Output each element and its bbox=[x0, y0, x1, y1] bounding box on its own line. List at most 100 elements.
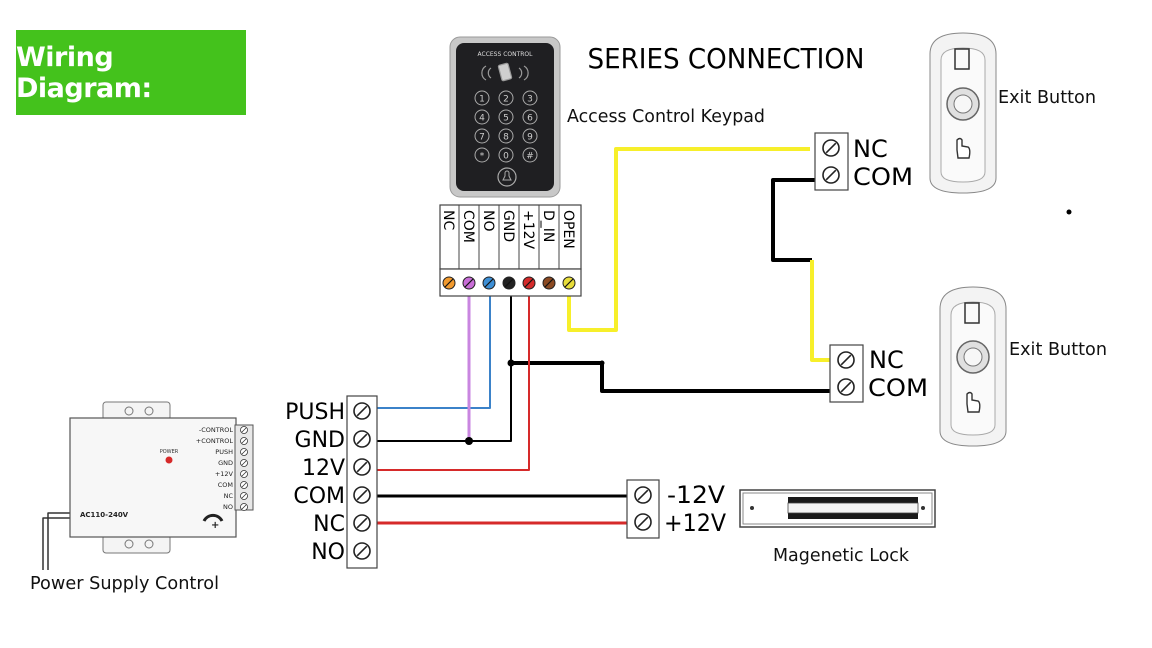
keypad-terminal-label: NC bbox=[440, 210, 456, 230]
keypad-key: 7 bbox=[474, 128, 490, 144]
ps-terminal-label: GND bbox=[295, 428, 345, 453]
keypad-terminal-label: GND bbox=[500, 210, 516, 242]
ps-terminal-screw bbox=[353, 458, 371, 476]
exit-button-1-device bbox=[929, 32, 997, 194]
power-led bbox=[165, 456, 173, 464]
keypad-terminal-screw bbox=[502, 276, 516, 290]
wire-open-yellow bbox=[567, 147, 810, 332]
ps-mini-screw bbox=[240, 448, 248, 456]
junction-link bbox=[599, 360, 605, 366]
power-led-label: POWER bbox=[160, 449, 179, 455]
svg-text:7: 7 bbox=[479, 133, 485, 143]
svg-text:0: 0 bbox=[503, 152, 509, 162]
keypad-terminal-label: +12V bbox=[520, 210, 536, 250]
exit2-nc-label: NC bbox=[869, 346, 904, 374]
ps-terminal-label: COM bbox=[293, 484, 345, 509]
access-keypad: ACCESS CONTROL 1 2 3 4 5 6 7 8 9 * 0 # bbox=[449, 36, 561, 198]
rfid-icon bbox=[481, 62, 529, 82]
svg-text:5: 5 bbox=[503, 114, 509, 124]
exit2-terminal-screw bbox=[837, 378, 855, 396]
power-supply-label: Power Supply Control bbox=[30, 573, 219, 594]
svg-text:1: 1 bbox=[479, 95, 485, 105]
keypad-key: 6 bbox=[522, 109, 538, 125]
stray-dot bbox=[1066, 209, 1072, 215]
keypad-terminal-screw bbox=[522, 276, 536, 290]
bell-icon bbox=[497, 167, 517, 187]
wire-nc-link-yellow bbox=[810, 260, 830, 362]
lock-pos-label: +12V bbox=[664, 509, 727, 537]
ps-mini-screw bbox=[240, 426, 248, 434]
keypad-terminal-label: COM bbox=[460, 210, 476, 243]
ps-terminal-screw bbox=[353, 430, 371, 448]
exit-button-2-device bbox=[939, 286, 1007, 447]
svg-text:*: * bbox=[480, 152, 485, 162]
ps-terminal-screw bbox=[353, 402, 371, 420]
keypad-key: 5 bbox=[498, 109, 514, 125]
keypad-key: 9 bbox=[522, 128, 538, 144]
keypad-keys: 1 2 3 4 5 6 7 8 9 * 0 # bbox=[474, 90, 538, 163]
exit2-com-label: COM bbox=[868, 374, 928, 402]
magnetic-lock-device bbox=[739, 489, 936, 528]
exit-button-1-terminals bbox=[814, 132, 849, 191]
lock-terminal-screw bbox=[634, 486, 652, 504]
ps-terminal-label: NC bbox=[313, 512, 345, 537]
svg-text:+: + bbox=[211, 520, 219, 531]
keypad-terminal-label: D_IN bbox=[540, 210, 556, 242]
svg-text:6: 6 bbox=[527, 114, 533, 124]
svg-text:3: 3 bbox=[527, 95, 533, 105]
ps-terminal-label: PUSH bbox=[285, 400, 345, 425]
keypad-key: 1 bbox=[474, 90, 490, 106]
ps-mini-screw bbox=[240, 470, 248, 478]
power-cable-2 bbox=[42, 517, 72, 570]
keypad-terminal-screw bbox=[562, 276, 576, 290]
ps-terminal-screw bbox=[353, 542, 371, 560]
ps-mini-screw bbox=[240, 437, 248, 445]
wire-exit2-com-black bbox=[511, 361, 830, 393]
diagram-heading: SERIES CONNECTION bbox=[588, 42, 865, 75]
svg-text:2: 2 bbox=[503, 95, 509, 105]
ps-mini-label: GND bbox=[218, 459, 233, 467]
keypad-key: 2 bbox=[498, 90, 514, 106]
keypad-key: # bbox=[522, 147, 538, 163]
ps-terminal-screw bbox=[353, 486, 371, 504]
ps-mini-label: PUSH bbox=[215, 448, 233, 456]
lock-label: Magenetic Lock bbox=[773, 545, 910, 566]
keypad-terminal-screw bbox=[442, 276, 456, 290]
junction-gnd bbox=[465, 437, 473, 445]
ps-mini-label: NO bbox=[223, 503, 233, 511]
exit-button-2-label: Exit Button bbox=[1009, 339, 1107, 360]
ps-mini-screw bbox=[240, 481, 248, 489]
exit1-terminal-screw bbox=[822, 166, 840, 184]
ps-mini-label: -CONTROL bbox=[199, 426, 233, 434]
keypad-key: 0 bbox=[498, 147, 514, 163]
keypad-terminal-label: NO bbox=[480, 210, 496, 232]
keypad-key: * bbox=[474, 147, 490, 163]
ps-terminal-label: NO bbox=[311, 540, 345, 565]
keypad-key: 4 bbox=[474, 109, 490, 125]
ps-mini-screw bbox=[240, 503, 248, 511]
junction-keypad-gnd bbox=[507, 359, 515, 367]
keypad-terminal-screw bbox=[542, 276, 556, 290]
adjust-icon: + bbox=[202, 513, 224, 531]
keypad-terminal-screw bbox=[482, 276, 496, 290]
wire-12v-red bbox=[375, 291, 530, 471]
hand-icon bbox=[956, 137, 971, 159]
svg-text:4: 4 bbox=[479, 114, 485, 124]
ps-mini-label: +12V bbox=[215, 470, 234, 478]
lock-terminal-screw bbox=[634, 513, 652, 531]
ps-mini-label: NC bbox=[224, 492, 234, 500]
keypad-key: 8 bbox=[498, 128, 514, 144]
exit-button-2-terminals bbox=[829, 344, 864, 403]
ps-mini-screw bbox=[240, 459, 248, 467]
svg-text:8: 8 bbox=[503, 133, 509, 143]
wires bbox=[42, 147, 830, 570]
exit-button-1-label: Exit Button bbox=[998, 87, 1096, 108]
keypad-brand: ACCESS CONTROL bbox=[478, 51, 534, 58]
keypad-terminal-label: OPEN bbox=[560, 210, 576, 249]
lock-neg-label: -12V bbox=[667, 481, 726, 509]
wire-gnd-black bbox=[375, 291, 512, 442]
